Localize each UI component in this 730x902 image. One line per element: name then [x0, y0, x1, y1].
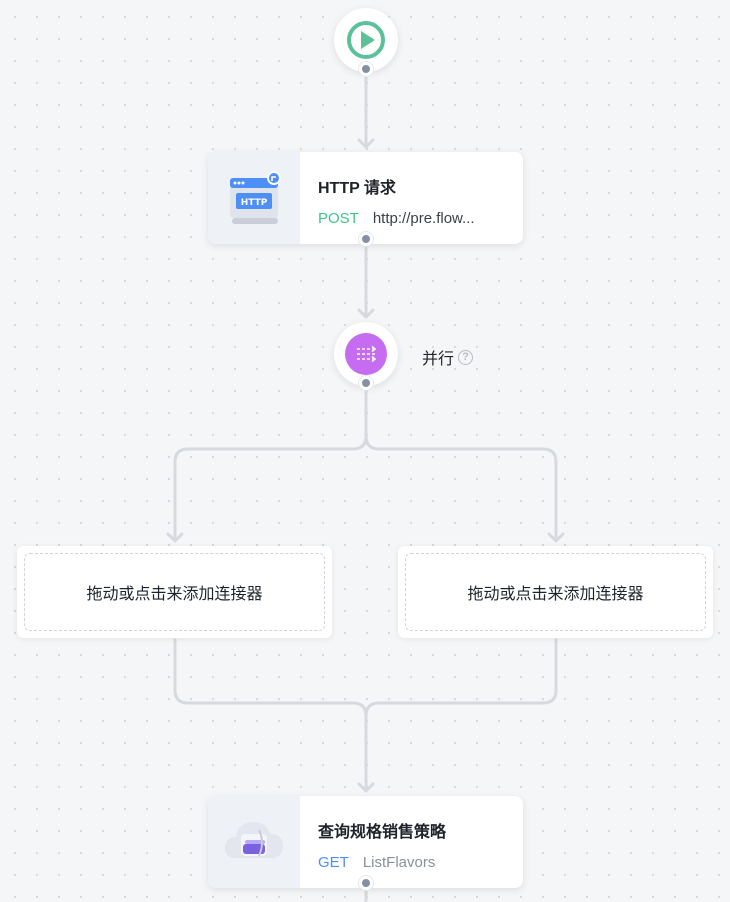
query-flavors-node[interactable]: 查询规格销售策略 GET ListFlavors: [208, 796, 523, 888]
edge-right-merge: [364, 638, 558, 718]
http-icon: HTTP: [230, 171, 281, 224]
cloud-icon: [225, 822, 283, 858]
http-output-port[interactable]: [359, 232, 373, 246]
branch-placeholder-right[interactable]: 拖动或点击来添加连接器: [398, 546, 713, 638]
edge-left-merge: [173, 638, 368, 792]
placeholder-text: 拖动或点击来添加连接器: [405, 553, 706, 631]
arrow-left-branch: [166, 532, 184, 543]
start-output-port[interactable]: [359, 62, 373, 76]
arrow-right-branch: [547, 532, 565, 543]
node-title: 查询规格销售策略: [318, 824, 447, 841]
branch-placeholder-left[interactable]: 拖动或点击来添加连接器: [17, 546, 332, 638]
http-method: POST: [318, 210, 359, 227]
node-title: HTTP 请求: [318, 180, 396, 197]
arrow-http: [357, 138, 375, 149]
parallel-output-port[interactable]: [359, 376, 373, 390]
http-url: http://pre.flow...: [372, 210, 475, 227]
edge-parallel-left: [173, 390, 368, 542]
cloud-icon-wrap: [208, 796, 300, 888]
svg-text:HTTP: HTTP: [241, 198, 268, 208]
http-method: GET: [318, 854, 349, 871]
help-icon[interactable]: ?: [458, 349, 474, 365]
parallel-label-text: 并行: [422, 351, 455, 368]
parallel-icon: [345, 333, 387, 375]
http-icon-wrap: HTTP: [208, 152, 300, 244]
arrow-parallel: [357, 308, 375, 319]
query-output-port[interactable]: [359, 876, 373, 890]
operation-name: ListFlavors: [362, 854, 436, 871]
placeholder-text: 拖动或点击来添加连接器: [24, 553, 325, 631]
http-request-node[interactable]: HTTP HTTP 请求 POST http://pre.flow...: [208, 152, 523, 244]
edge-parallel-right: [364, 434, 558, 542]
play-icon: [347, 21, 385, 59]
parallel-label: 并行 ?: [422, 345, 474, 369]
arrow-query: [357, 782, 375, 793]
